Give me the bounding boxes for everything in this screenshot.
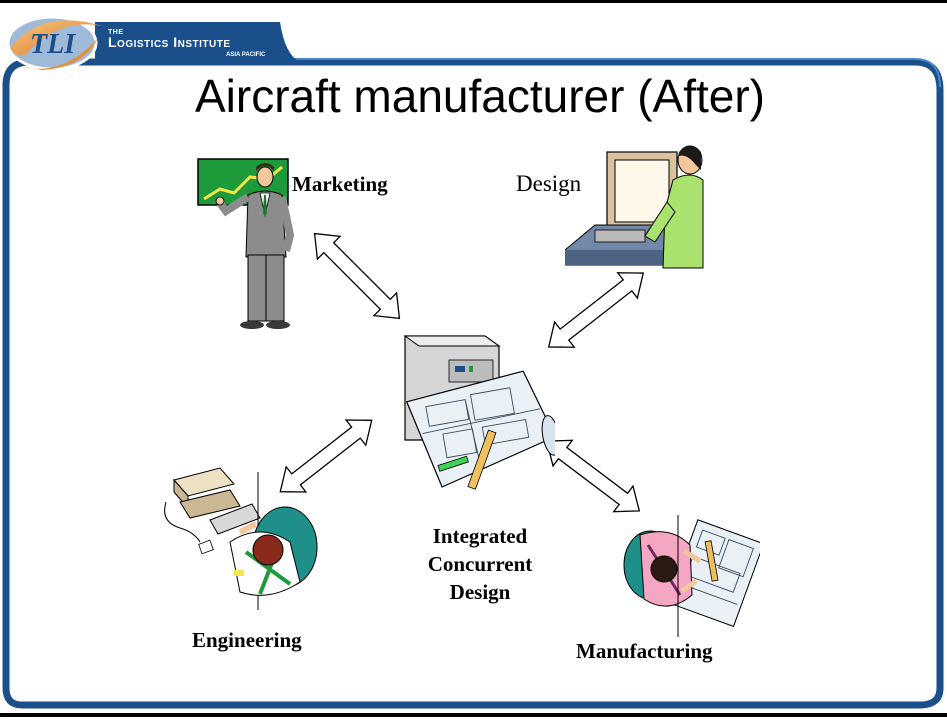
arrow-manufacturing-center <box>545 439 641 513</box>
center-label: Integrated Concurrent Design <box>395 522 565 606</box>
logo-emblem-icon: TLI <box>6 15 102 71</box>
center-label-line-2: Concurrent <box>427 552 533 576</box>
cad-system-icon <box>403 335 555 490</box>
arrow-marketing-center <box>313 232 401 320</box>
arrow-engineering-center <box>279 419 373 493</box>
slide-title: Aircraft manufacturer (After) <box>194 70 766 122</box>
design-label: Design <box>516 171 582 196</box>
center-label-line-1: Integrated <box>432 524 528 548</box>
arrow-design-center <box>547 272 645 348</box>
top-border <box>0 0 947 3</box>
engineer-desk-icon <box>164 467 318 610</box>
marketing-label: Marketing <box>292 172 388 196</box>
logo-the-text: THE <box>108 29 124 36</box>
svg-text:TLI: TLI <box>30 29 76 60</box>
manufacturing-worker-icon <box>623 515 760 637</box>
bottom-border <box>0 713 947 717</box>
logo-region-text: ASIA PACIFIC <box>226 52 266 58</box>
marketing-presenter-icon <box>197 158 295 329</box>
designer-workstation-icon <box>565 145 704 269</box>
logo-name-text: Logistics Institute <box>108 34 231 50</box>
engineering-label: Engineering <box>192 628 302 652</box>
center-label-line-3: Design <box>449 580 511 604</box>
manufacturing-label: Manufacturing <box>576 639 713 663</box>
